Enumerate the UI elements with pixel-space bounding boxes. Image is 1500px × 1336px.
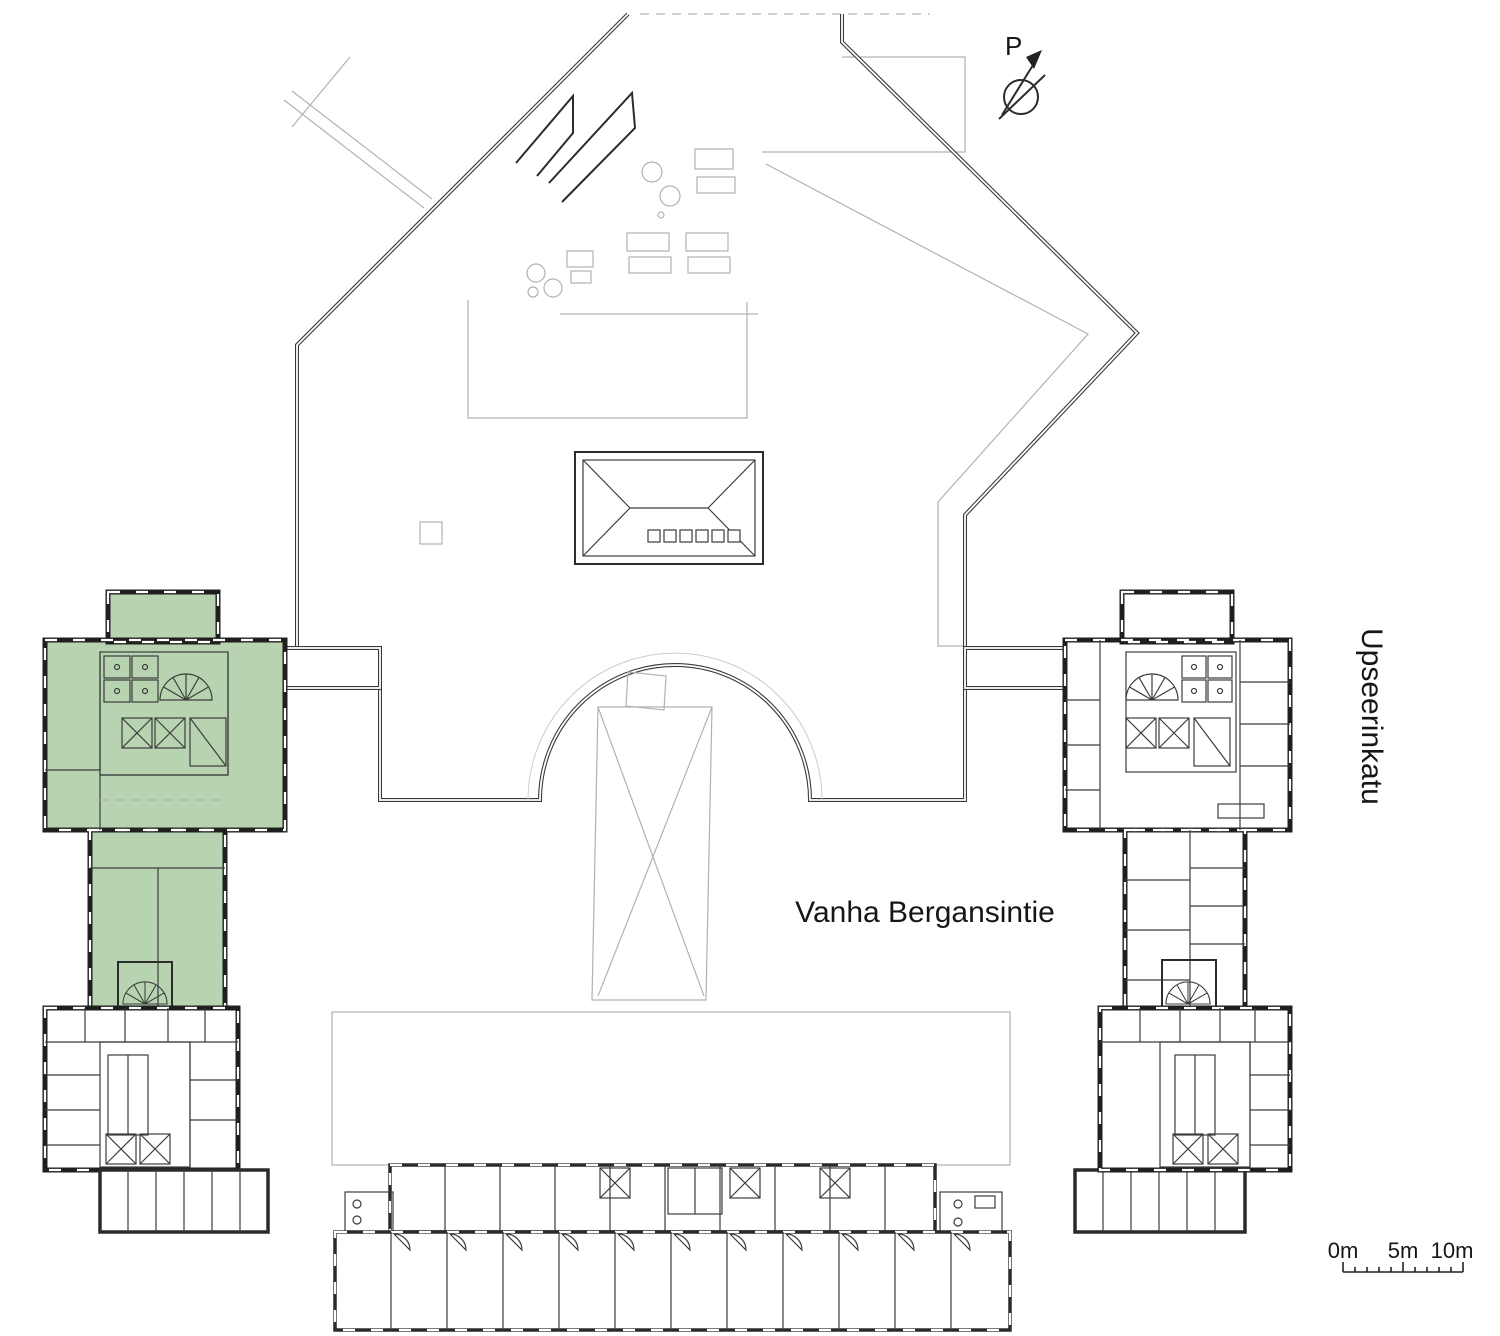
bottom-wing	[42, 1005, 1293, 1332]
right-link-corridor	[963, 646, 1067, 690]
left-end-block	[42, 1005, 241, 1173]
interior-light-lines	[467, 163, 1089, 647]
entrance-arch-outer	[527, 652, 823, 801]
bottom-band	[333, 1230, 1012, 1332]
site-context	[283, 13, 966, 209]
north-arrow: P	[998, 31, 1046, 120]
main-building	[283, 12, 1140, 1001]
scale-bar-ticks	[1342, 1262, 1464, 1273]
wc-cluster-left	[344, 1191, 394, 1233]
street-label-upseerinkatu: Upseerinkatu	[1355, 628, 1388, 805]
scale-label-10m: 10m	[1431, 1238, 1474, 1263]
north-arrow-shaft	[1001, 56, 1039, 116]
left-wing-partitions	[90, 867, 225, 1008]
left-tower-partitions	[45, 652, 229, 830]
north-arrow-circle	[1003, 79, 1039, 115]
roof-step-outline	[762, 56, 966, 153]
middle-band	[344, 1163, 1003, 1234]
street-labels: Vanha Bergansintie Upseerinkatu	[795, 628, 1388, 929]
left-tower	[42, 589, 288, 1011]
left-tower-highlight-top	[108, 592, 218, 642]
right-tower-core	[1125, 651, 1237, 773]
skylight-vents	[647, 529, 741, 543]
north-arrow-head	[1026, 50, 1042, 69]
right-lower-row	[1073, 1168, 1247, 1234]
right-wing-partitions	[1125, 830, 1245, 1008]
skylight-hatch	[574, 451, 764, 565]
right-tower	[1062, 589, 1293, 1011]
angled-partition-walls	[515, 90, 637, 203]
main-building-outline	[295, 12, 1140, 802]
central-ramp	[591, 671, 713, 1001]
left-tower-highlight-main	[45, 640, 285, 830]
wc-cluster-right	[939, 1191, 1003, 1233]
north-arrow-slash	[998, 74, 1046, 120]
skylight	[574, 451, 764, 565]
lobby-furniture	[419, 148, 736, 545]
left-link-corridor	[283, 646, 382, 690]
retaining-wall-lines	[283, 56, 433, 209]
north-letter: P	[1005, 31, 1022, 61]
left-lower-row	[98, 1168, 270, 1234]
scale-label-0m: 0m	[1328, 1238, 1359, 1263]
scale-label-5m: 5m	[1388, 1238, 1419, 1263]
grille-hatch	[1217, 803, 1265, 819]
courtyard-outline	[331, 1011, 1011, 1166]
scale-bar: 0m 5m 10m	[1328, 1238, 1474, 1273]
bottom-band-partitions	[390, 1232, 952, 1330]
right-end-block	[1097, 1005, 1293, 1173]
right-tower-partitions	[1065, 640, 1290, 830]
street-label-vanha-bergansintie: Vanha Bergansintie	[795, 896, 1055, 929]
